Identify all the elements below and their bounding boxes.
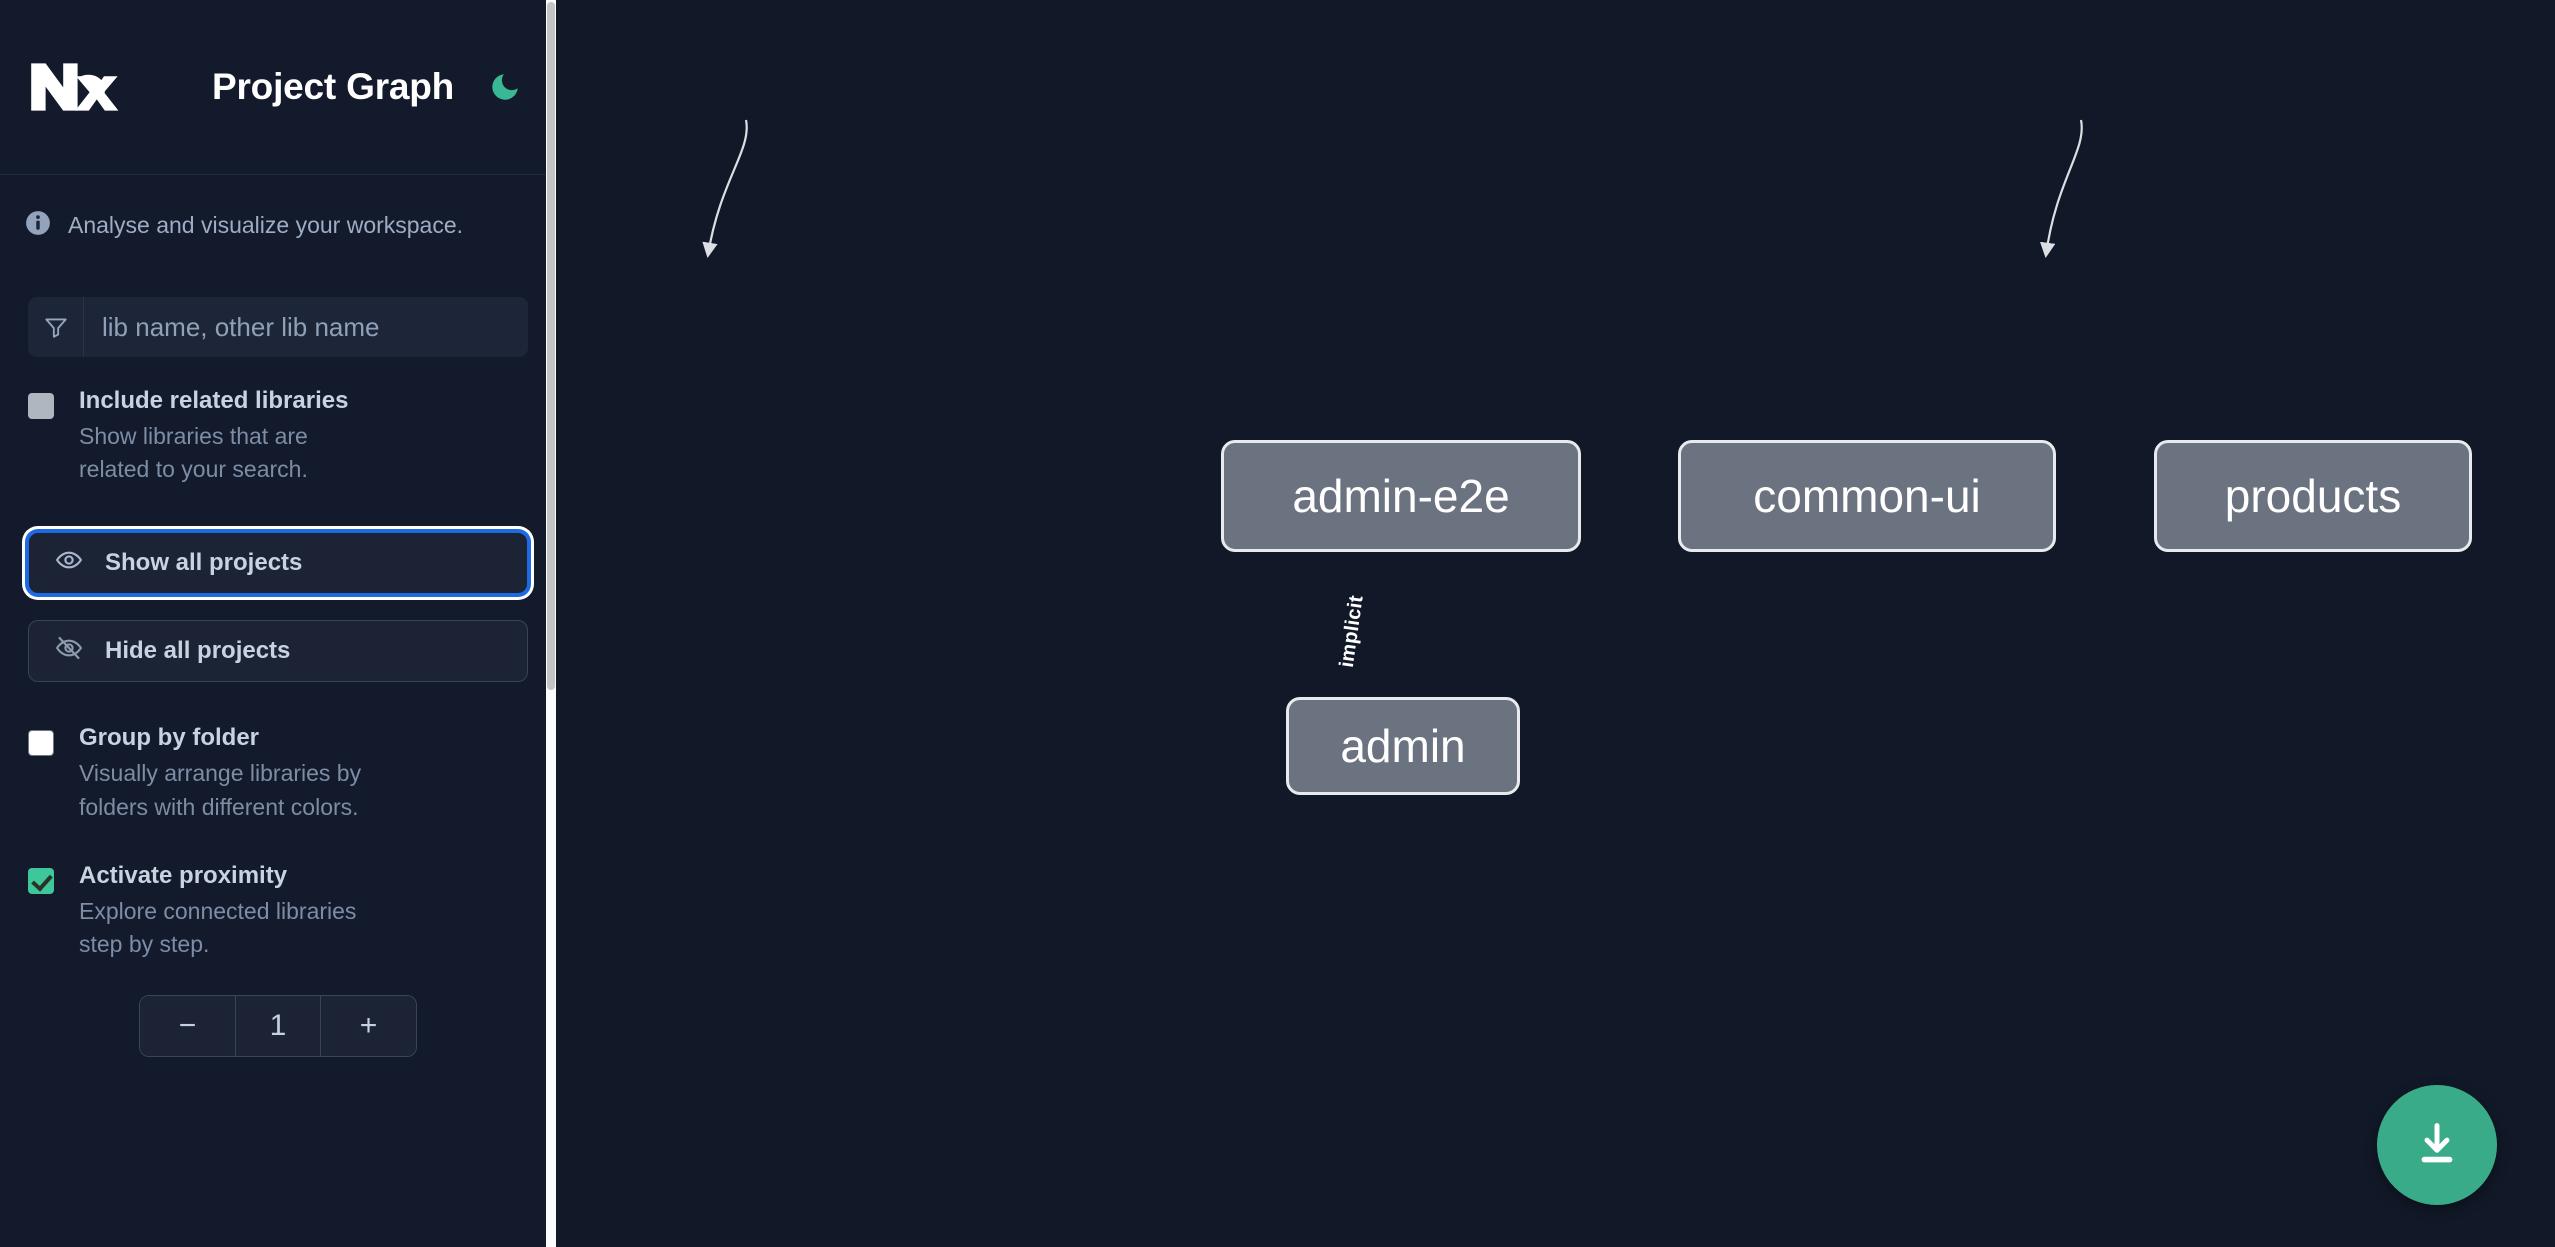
graph-node-admin-e2e[interactable]: admin-e2e <box>1221 440 1581 552</box>
workspace-info-text: Analyse and visualize your workspace. <box>68 211 464 238</box>
option-label: Activate proximity <box>79 861 288 889</box>
proximity-decrement-button[interactable]: − <box>140 996 236 1057</box>
graph-node-common-ui[interactable]: common-ui <box>1678 440 2056 552</box>
filter-row <box>28 297 528 357</box>
show-all-projects-button[interactable]: Show all projects <box>28 532 528 595</box>
option-include-related-libraries[interactable]: Include related libraries Show libraries… <box>28 387 528 486</box>
show-all-projects-label: Show all projects <box>105 549 303 577</box>
sidebar-header: Project Graph <box>0 0 556 175</box>
proximity-increment-button[interactable]: + <box>320 996 416 1057</box>
activate-proximity-checkbox[interactable] <box>28 867 54 894</box>
graph-node-admin[interactable]: admin <box>1286 697 1520 795</box>
eye-slash-icon <box>55 634 83 669</box>
filter-funnel-icon <box>28 297 84 357</box>
graph-edges <box>702 119 2083 259</box>
sidebar: Project Graph Analyse and visualize yo <box>0 0 556 1247</box>
group-by-folder-checkbox[interactable] <box>28 730 54 757</box>
edge-admin-e2e-admin <box>702 119 748 259</box>
graph-canvas[interactable]: admin-e2e common-ui products store-e2e a… <box>556 0 2555 1247</box>
hide-all-projects-label: Hide all projects <box>105 637 291 665</box>
proximity-stepper: − 1 + <box>139 995 417 1058</box>
moon-icon[interactable] <box>484 66 526 108</box>
sidebar-scrollbar-thumb[interactable] <box>547 2 555 690</box>
proximity-value: 1 <box>236 996 320 1057</box>
option-label: Include related libraries <box>79 387 349 414</box>
nx-logo-icon <box>28 57 124 117</box>
graph-node-products[interactable]: products <box>2154 440 2472 552</box>
workspace-info: Analyse and visualize your workspace. <box>0 175 556 275</box>
download-graph-button[interactable] <box>2377 1085 2497 1205</box>
search-input[interactable] <box>84 297 528 357</box>
option-description: Visually arrange libraries by folders wi… <box>79 760 362 820</box>
option-description: Explore connected libraries step by step… <box>79 897 357 958</box>
download-icon <box>2411 1118 2463 1173</box>
option-group-by-folder[interactable]: Group by folder Visually arrange librari… <box>28 724 528 823</box>
option-description: Show libraries that are related to your … <box>79 422 308 483</box>
eye-icon <box>55 546 83 581</box>
option-label: Group by folder <box>79 724 259 752</box>
info-circle-icon <box>25 210 51 241</box>
edge-store-e2e-store <box>2040 119 2083 259</box>
include-related-libraries-checkbox[interactable] <box>28 393 54 419</box>
hide-all-projects-button[interactable]: Hide all projects <box>28 620 528 683</box>
option-activate-proximity[interactable]: Activate proximity Explore connected lib… <box>28 862 528 961</box>
page-title: Project Graph <box>212 66 455 107</box>
